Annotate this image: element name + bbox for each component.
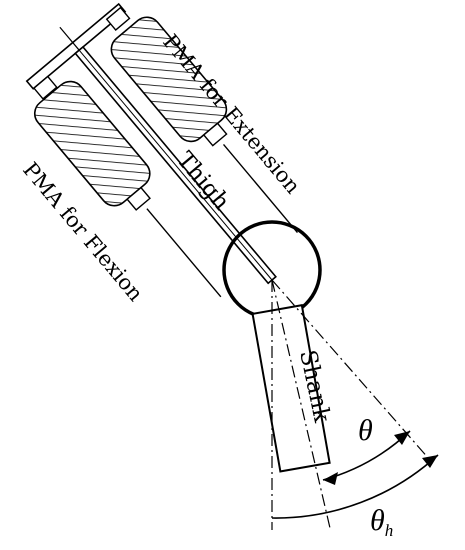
thigh-assembly bbox=[25, 2, 298, 298]
thigh-rod-centerline bbox=[78, 49, 273, 281]
pma-extension bbox=[105, 6, 228, 147]
thigh-axis-line bbox=[271, 279, 431, 461]
hip-axis-line bbox=[59, 26, 80, 51]
reference-lines bbox=[271, 279, 431, 530]
pma-flexion bbox=[32, 75, 151, 211]
theta-h-arc bbox=[271, 454, 439, 519]
angle-arrowheads bbox=[323, 431, 438, 485]
theta-h-base: θ bbox=[370, 504, 385, 537]
pma-side-links bbox=[146, 143, 298, 298]
theta-h-label: θh bbox=[370, 504, 393, 540]
theta-label: θ bbox=[358, 414, 373, 447]
theta-h-subscript: h bbox=[385, 521, 394, 540]
shank-axis-line bbox=[271, 279, 331, 529]
